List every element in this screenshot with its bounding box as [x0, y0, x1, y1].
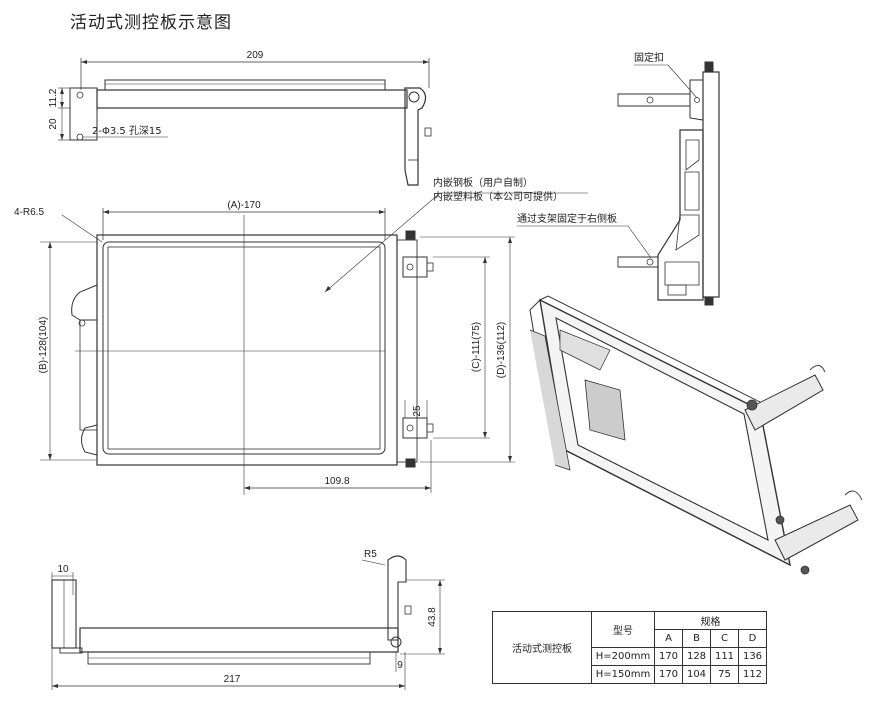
label-fixing-clip: 固定扣 — [634, 51, 664, 64]
dim-b: (B)-128(104) — [38, 317, 49, 374]
dim-a: (A)-170 — [227, 200, 261, 211]
spec-table: 活动式测控板 型号 规格 A B C D H=200mm 170 128 111… — [492, 611, 767, 684]
hole-note: 2-Φ3.5 孔深15 — [92, 125, 162, 137]
model-cell: H=150mm — [591, 665, 655, 684]
isometric-view — [529, 295, 863, 575]
dim-11-2: 11.2 — [48, 88, 59, 107]
side-view: 固定扣 通过支架固定于右侧板 — [517, 51, 720, 306]
dim-r5: R5 — [364, 549, 377, 560]
dim-109-8: 109.8 — [324, 476, 349, 487]
column-c: C — [710, 629, 739, 648]
note-plastic-plate: 内嵌塑料板（本公司可提供） — [433, 190, 563, 203]
dim-9: 9 — [397, 660, 403, 671]
note-steel-plate: 内嵌钢板（用户自制） — [433, 176, 533, 189]
dim-d: (D)-136(112) — [496, 322, 507, 379]
value-cell: 104 — [682, 665, 711, 684]
label-bracket-mount: 通过支架固定于右侧板 — [517, 212, 617, 225]
table-row: H=150mm 170 104 75 112 — [493, 665, 767, 684]
dim-25: 25 — [412, 405, 423, 417]
column-d: D — [738, 629, 767, 648]
model-cell: H=200mm — [591, 647, 655, 666]
value-cell: 75 — [710, 665, 739, 684]
dim-10: 10 — [57, 564, 69, 575]
dim-217: 217 — [224, 674, 241, 685]
front-view: (A)-170 4-R6.5 (B)-128(104) (C)-111(7 — [14, 176, 588, 495]
column-a: A — [654, 629, 683, 648]
top-view: 209 11.2 20 2-Φ3.5 孔深15 — [48, 50, 432, 186]
dim-43-8: 43.8 — [427, 607, 438, 627]
value-cell: 128 — [682, 647, 711, 666]
diagram-title: 活动式测控板示意图 — [70, 13, 232, 33]
model-header: 型号 — [591, 611, 655, 648]
dim-209: 209 — [247, 50, 264, 61]
bottom-view: 10 R5 43.8 9 217 — [51, 549, 445, 690]
dim-c: (C)-111(75) — [471, 322, 482, 372]
spec-header: 规格 — [654, 611, 767, 630]
value-cell: 112 — [738, 665, 767, 684]
value-cell: 170 — [654, 665, 683, 684]
table-row: H=200mm 170 128 111 136 — [493, 647, 767, 666]
column-b: B — [682, 629, 711, 648]
product-name-cell: 活动式测控板 — [492, 611, 592, 684]
value-cell: 136 — [738, 647, 767, 666]
value-cell: 111 — [710, 647, 739, 666]
corner-radius: 4-R6.5 — [14, 207, 44, 218]
value-cell: 170 — [654, 647, 683, 666]
dim-20: 20 — [48, 118, 59, 130]
